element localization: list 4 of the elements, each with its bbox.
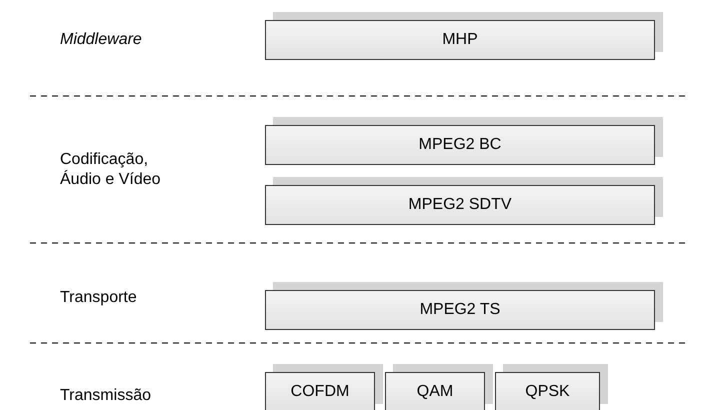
layer-name: Codificação, Áudio e Vídeo — [60, 150, 162, 190]
layer-name: Transmissão — [60, 386, 152, 406]
layer-name: Transporte — [60, 288, 138, 308]
layer-name: Middleware — [60, 30, 143, 50]
